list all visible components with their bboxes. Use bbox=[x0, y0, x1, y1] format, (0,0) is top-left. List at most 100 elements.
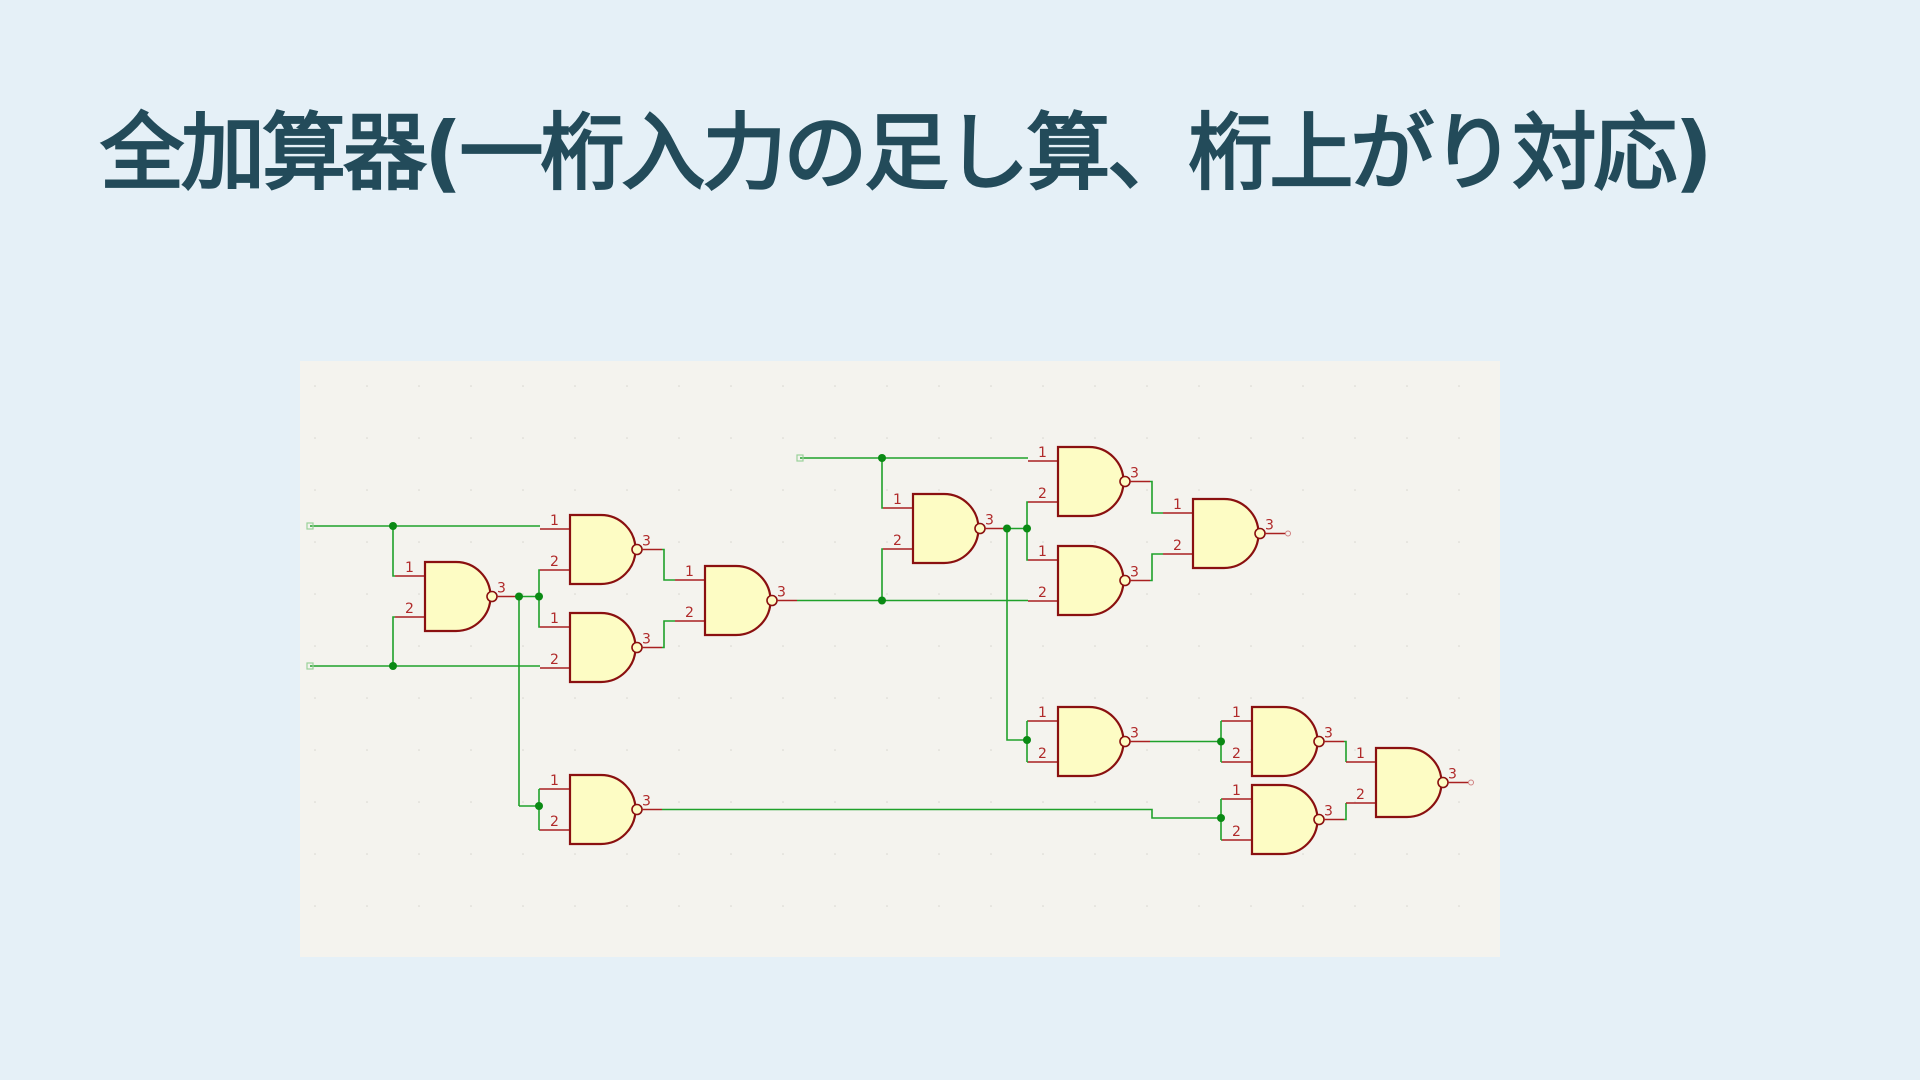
grid-dot bbox=[782, 541, 784, 543]
grid-dot bbox=[834, 385, 836, 387]
grid-dot bbox=[990, 385, 992, 387]
grid-dot bbox=[730, 489, 732, 491]
wire-e-to-g bbox=[1026, 528, 1028, 561]
grid-dot bbox=[990, 437, 992, 439]
grid-dot bbox=[418, 697, 420, 699]
grid-dot bbox=[730, 749, 732, 751]
pin-2-label: 2 bbox=[1356, 787, 1365, 803]
grid-dot bbox=[1458, 593, 1460, 595]
grid-dot bbox=[470, 853, 472, 855]
wire-k-to-l bbox=[1344, 803, 1347, 821]
grid-dot bbox=[990, 697, 992, 699]
grid-dot bbox=[418, 541, 420, 543]
grid-dot bbox=[782, 749, 784, 751]
grid-dot bbox=[366, 489, 368, 491]
ports bbox=[306, 454, 1474, 786]
grid-dot bbox=[834, 437, 836, 439]
inversion-bubble bbox=[1313, 735, 1325, 748]
grid-dot bbox=[1042, 853, 1044, 855]
gate-body bbox=[911, 492, 980, 565]
grid-dot bbox=[938, 593, 940, 595]
grid-dot bbox=[886, 645, 888, 647]
grid-dot bbox=[418, 593, 420, 595]
pin-3-label: 3 bbox=[1130, 565, 1139, 581]
pin-2-label: 2 bbox=[1232, 824, 1241, 840]
grid-dot bbox=[366, 853, 368, 855]
grid-dot bbox=[314, 749, 316, 751]
nand-gate: 123 bbox=[540, 611, 662, 684]
grid-dot bbox=[1042, 749, 1044, 751]
grid-dot bbox=[314, 593, 316, 595]
grid-dot bbox=[314, 437, 316, 439]
grid-dot bbox=[1146, 645, 1148, 647]
pin-3-label: 3 bbox=[1448, 767, 1457, 783]
grid-dot bbox=[1094, 437, 1096, 439]
gate-body bbox=[1374, 746, 1443, 819]
grid-dot bbox=[470, 541, 472, 543]
grid-dot bbox=[886, 593, 888, 595]
wire-g-to-h bbox=[1150, 553, 1163, 582]
grid-dot bbox=[1146, 593, 1148, 595]
junction-dot bbox=[389, 662, 397, 670]
grid-dot bbox=[1458, 749, 1460, 751]
grid-dot bbox=[626, 385, 628, 387]
nand-gate: 123 bbox=[1222, 783, 1344, 856]
grid-dot bbox=[1302, 593, 1304, 595]
pin-2-label: 2 bbox=[893, 533, 902, 549]
pin-2-label: 2 bbox=[405, 601, 414, 617]
grid-dot bbox=[1458, 385, 1460, 387]
grid-dot bbox=[1354, 905, 1356, 907]
grid-dot bbox=[990, 905, 992, 907]
grid-dot bbox=[1406, 593, 1408, 595]
grid-dot bbox=[1042, 437, 1044, 439]
pin-3-label: 3 bbox=[1324, 804, 1333, 820]
pin-1-label: 1 bbox=[685, 564, 694, 580]
grid-dot bbox=[366, 593, 368, 595]
grid-dot bbox=[1042, 645, 1044, 647]
grid-dot bbox=[990, 593, 992, 595]
grid-dot bbox=[678, 645, 680, 647]
grid-dot bbox=[574, 489, 576, 491]
grid-dot bbox=[1198, 489, 1200, 491]
grid-dot bbox=[678, 541, 680, 543]
grid-dot bbox=[678, 853, 680, 855]
grid-dot bbox=[314, 801, 316, 803]
grid-dot bbox=[1198, 697, 1200, 699]
grid-dot bbox=[314, 489, 316, 491]
grid-dot bbox=[366, 905, 368, 907]
junction-dot bbox=[389, 522, 397, 530]
pin-3-label: 3 bbox=[985, 513, 994, 529]
grid-dot bbox=[314, 541, 316, 543]
grid-dot bbox=[522, 853, 524, 855]
grid-dot bbox=[314, 697, 316, 699]
pin-2-label: 2 bbox=[550, 554, 559, 570]
grid-dot bbox=[782, 385, 784, 387]
grid-dot bbox=[990, 541, 992, 543]
grid-dot bbox=[314, 853, 316, 855]
pin-2-label: 2 bbox=[1038, 585, 1047, 601]
grid-dot bbox=[1354, 385, 1356, 387]
grid-dot bbox=[626, 697, 628, 699]
junction-dot bbox=[1023, 736, 1031, 744]
gate-body bbox=[1056, 445, 1125, 518]
input-port-cin bbox=[796, 454, 804, 462]
grid-dot bbox=[1146, 437, 1148, 439]
grid-dot bbox=[782, 853, 784, 855]
grid-dot bbox=[418, 645, 420, 647]
grid-dot bbox=[886, 437, 888, 439]
grid-dot bbox=[886, 697, 888, 699]
grid-dot bbox=[1354, 489, 1356, 491]
pin-3-label: 3 bbox=[1265, 518, 1274, 534]
junctions bbox=[389, 454, 1225, 822]
grid-dot bbox=[1250, 385, 1252, 387]
grid-dot bbox=[418, 853, 420, 855]
wire-s1-to-e bbox=[881, 548, 883, 601]
grid-dot bbox=[782, 437, 784, 439]
grid-dot bbox=[1198, 801, 1200, 803]
grid-dot bbox=[1198, 905, 1200, 907]
grid-dot bbox=[730, 905, 732, 907]
grid-dot bbox=[990, 645, 992, 647]
grid-dot bbox=[1094, 645, 1096, 647]
gate-body bbox=[703, 564, 772, 637]
